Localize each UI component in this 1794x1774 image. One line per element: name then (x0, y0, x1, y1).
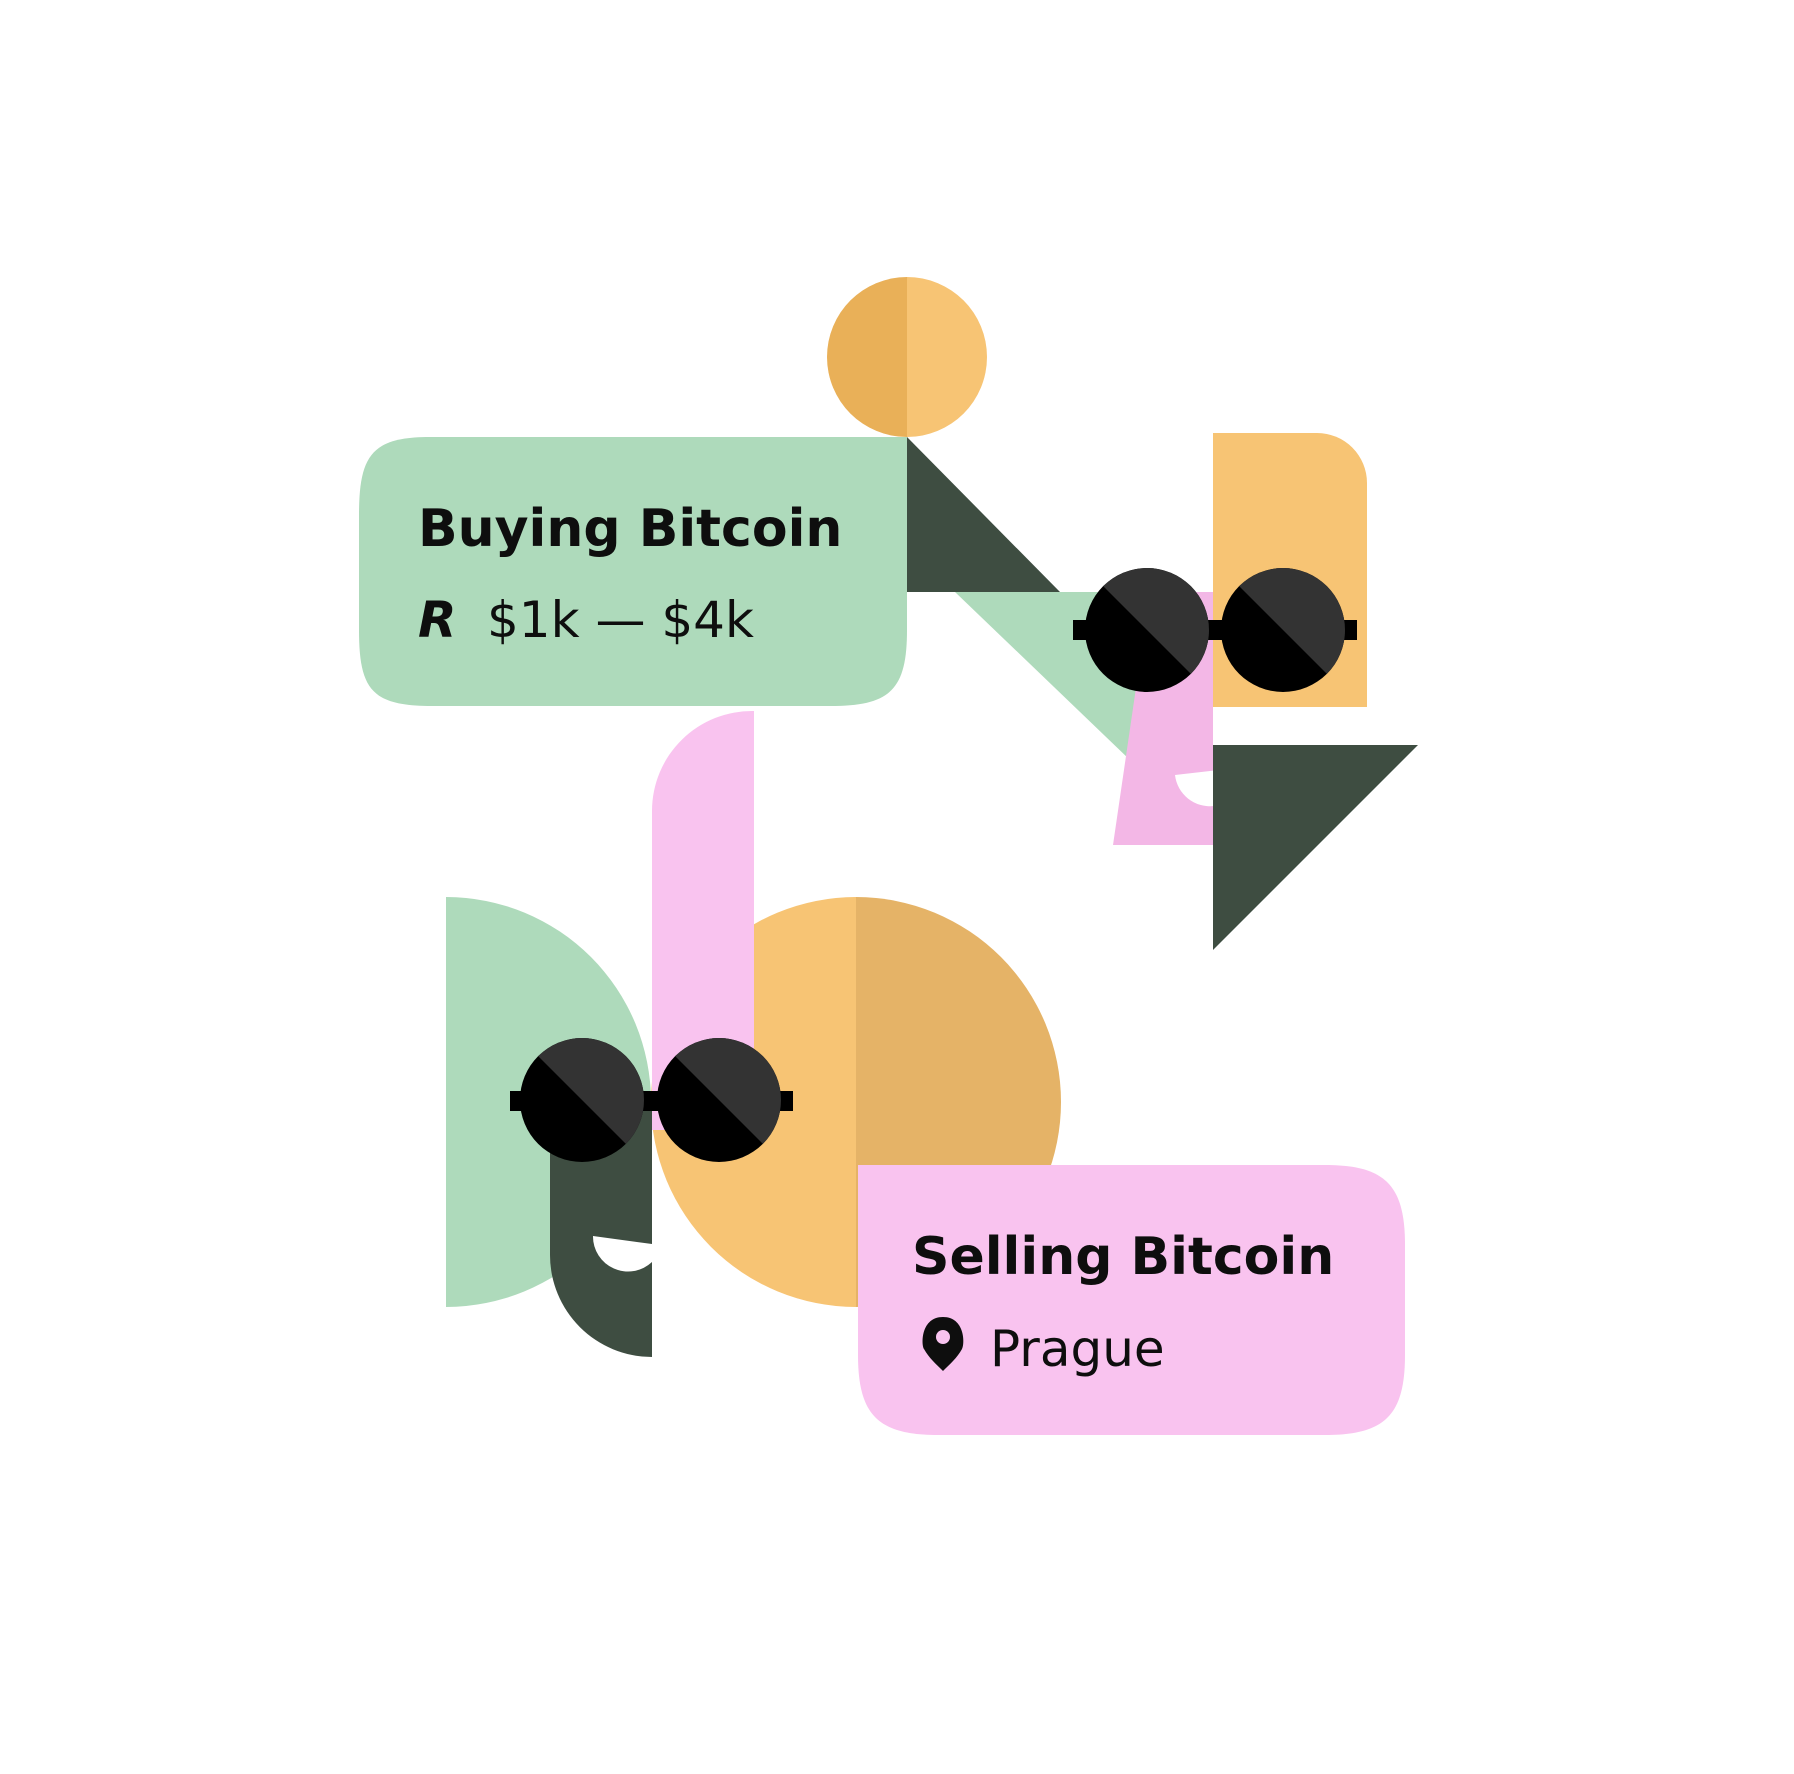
map-pin-icon (922, 1317, 964, 1371)
buy-card-badge-icon: R (418, 591, 457, 649)
buy-card-title: Buying Bitcoin (418, 499, 842, 559)
dark-chin (550, 1100, 652, 1357)
buy-card-bg (359, 437, 907, 706)
coin-left-half (827, 277, 907, 437)
bottom-mouth (592, 1236, 652, 1272)
top-sunglasses (1073, 568, 1357, 692)
dark-triangle (907, 437, 1060, 592)
sell-card-bg (858, 1165, 1405, 1435)
dark-triangle-bottom (1213, 745, 1418, 950)
coin-right-half (907, 277, 987, 437)
buy-card-range: $1k — $4k (487, 591, 754, 649)
buy-card: Buying Bitcoin R $1k — $4k (359, 437, 907, 706)
pink-pill (652, 710, 754, 1130)
top-character (827, 277, 1418, 950)
sell-card-title: Selling Bitcoin (912, 1227, 1334, 1287)
sell-card-location: Prague (990, 1320, 1165, 1378)
sell-card: Selling Bitcoin Prague (858, 1165, 1405, 1435)
bottom-sunglasses (510, 1038, 793, 1162)
